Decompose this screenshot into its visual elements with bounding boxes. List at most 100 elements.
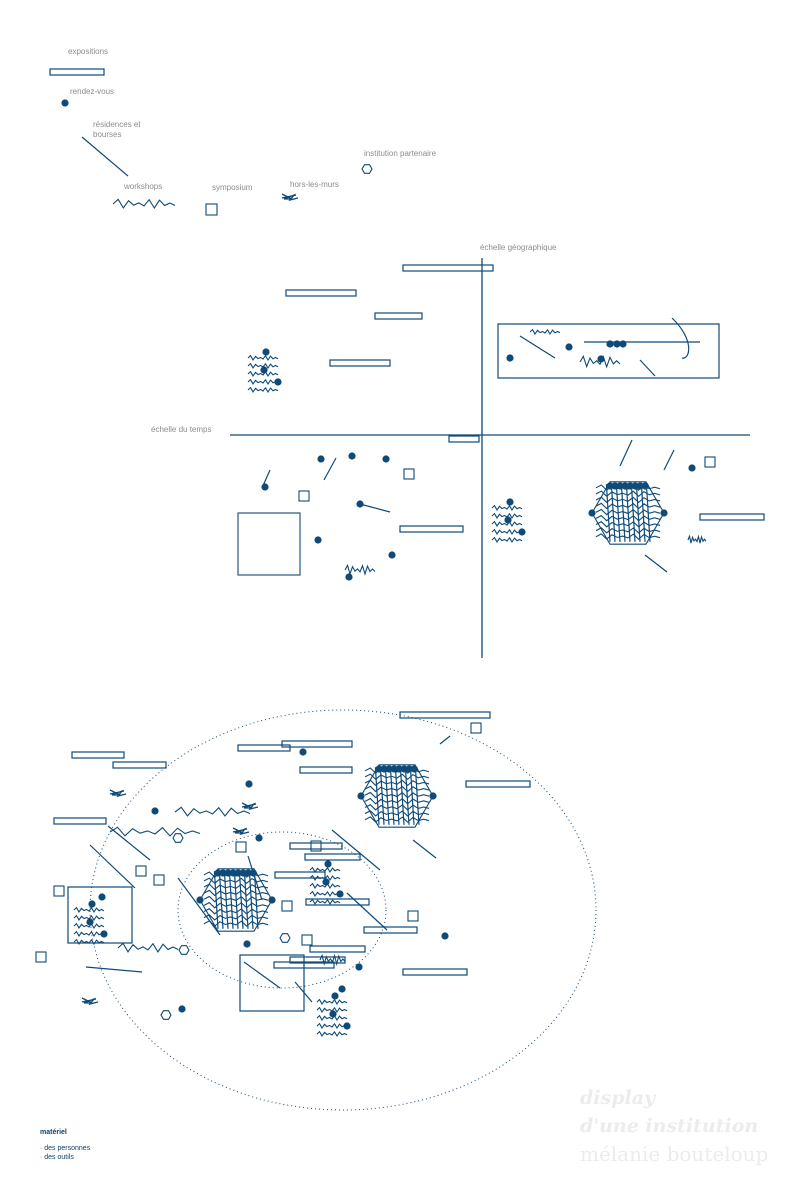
- group-frame: [67, 886, 133, 944]
- legend-workshops-label: workshops: [124, 182, 163, 191]
- workshop-mark: [316, 1030, 348, 1038]
- inner-ring: [177, 831, 387, 989]
- materiel-title: matériel: [40, 1129, 67, 1136]
- residence-mark: [107, 825, 151, 861]
- rendez-vous-mark: [88, 900, 96, 908]
- exposition-mark: [53, 817, 107, 825]
- workshop-mark: [247, 370, 279, 378]
- rendez-vous-mark: [390, 765, 398, 773]
- workshop-mark: [595, 527, 661, 534]
- exposition-mark: [402, 264, 494, 272]
- workshop-mark: [491, 536, 523, 544]
- symposium-mark: [205, 203, 218, 216]
- symposium-mark: [704, 456, 716, 468]
- rendez-vous-mark: [619, 340, 627, 348]
- workshop-mark: [112, 198, 176, 210]
- materiel-item: · des outils: [40, 1154, 74, 1161]
- workshop-mark: [73, 922, 105, 930]
- symposium-mark: [281, 900, 293, 912]
- rendez-vous-mark: [375, 765, 383, 773]
- exposition-mark: [402, 968, 468, 976]
- workshop-mark: [109, 826, 201, 837]
- institution-mark: [361, 164, 373, 174]
- rendez-vous-mark: [345, 573, 353, 581]
- symposium-mark: [310, 840, 322, 852]
- rendez-vous-mark: [329, 1010, 337, 1018]
- rendez-vous-mark: [616, 482, 624, 490]
- rendez-vous-mark: [382, 455, 390, 463]
- workshop-mark: [203, 908, 269, 915]
- workshop-mark: [579, 355, 621, 369]
- workshop-mark: [319, 953, 346, 967]
- rendez-vous-mark: [380, 765, 388, 773]
- rendez-vous-mark: [299, 748, 307, 756]
- rendez-vous-mark: [100, 930, 108, 938]
- exposition-mark: [71, 751, 125, 759]
- rendez-vous-mark: [245, 780, 253, 788]
- rendez-vous-mark: [506, 498, 514, 506]
- workshop-mark: [117, 942, 179, 954]
- symposium-mark: [135, 865, 147, 877]
- residence-mark: [238, 871, 244, 929]
- rendez-vous-mark: [660, 509, 668, 517]
- exposition-mark: [309, 945, 366, 953]
- rendez-vous-mark: [178, 1005, 186, 1013]
- exposition-mark: [329, 359, 391, 367]
- workshop-mark: [309, 866, 341, 874]
- institution-mark: [172, 833, 184, 843]
- rendez-vous-mark: [357, 792, 365, 800]
- workshop-mark: [491, 528, 523, 536]
- exposition-mark: [363, 926, 418, 934]
- residence-mark: [519, 335, 556, 359]
- residence-mark: [248, 871, 254, 929]
- residence-mark: [639, 359, 656, 377]
- rendez-vous-mark: [355, 963, 363, 971]
- axis-time-label: échelle du temps: [151, 425, 212, 434]
- residence-mark: [663, 449, 675, 471]
- workshop-mark: [595, 521, 661, 528]
- exposition-mark: [285, 289, 357, 297]
- rendez-vous-mark: [518, 528, 526, 536]
- exposition-mark: [448, 435, 480, 443]
- residence-mark: [346, 892, 388, 931]
- workshop-mark: [595, 514, 661, 522]
- exposition-mark: [304, 853, 361, 861]
- workshop-mark: [491, 504, 523, 512]
- symposium-mark: [403, 468, 415, 480]
- rendez-vous-mark: [338, 985, 346, 993]
- rendez-vous-mark: [260, 366, 268, 374]
- exposition-mark: [274, 871, 326, 879]
- rendez-vous-mark: [606, 482, 614, 490]
- residence-mark: [630, 484, 636, 542]
- workshop-mark: [687, 534, 707, 544]
- rendez-vous-mark: [268, 896, 276, 904]
- rendez-vous-mark: [86, 918, 94, 926]
- exposition-mark: [374, 312, 423, 320]
- rendez-vous-mark: [606, 340, 614, 348]
- rendez-vous-mark: [641, 482, 649, 490]
- residence-mark: [671, 317, 690, 359]
- residence-mark: [389, 767, 395, 825]
- workshop-mark: [309, 898, 341, 906]
- exposition-mark: [289, 842, 343, 850]
- exposition-mark: [49, 68, 105, 76]
- workshop-mark: [309, 882, 341, 890]
- outer-ring: [89, 709, 597, 1111]
- institution-mark: [178, 945, 190, 955]
- symposium-mark: [470, 722, 482, 734]
- workshop-mark: [364, 804, 430, 811]
- rendez-vous-mark: [506, 354, 514, 362]
- residence-mark: [359, 503, 391, 513]
- exposition-mark: [289, 956, 346, 964]
- exposition-mark: [399, 711, 491, 719]
- institution-mark: [160, 1010, 172, 1020]
- rendez-vous-mark: [441, 932, 449, 940]
- rendez-vous-mark: [410, 765, 418, 773]
- hors-les-murs-mark: [109, 789, 127, 798]
- symposium-mark: [298, 490, 310, 502]
- workshop-mark: [203, 914, 269, 921]
- rendez-vous-mark: [621, 482, 629, 490]
- residence-mark: [414, 767, 420, 825]
- workshop-mark: [491, 520, 523, 528]
- title-author: mélanie bouteloup: [580, 1142, 769, 1166]
